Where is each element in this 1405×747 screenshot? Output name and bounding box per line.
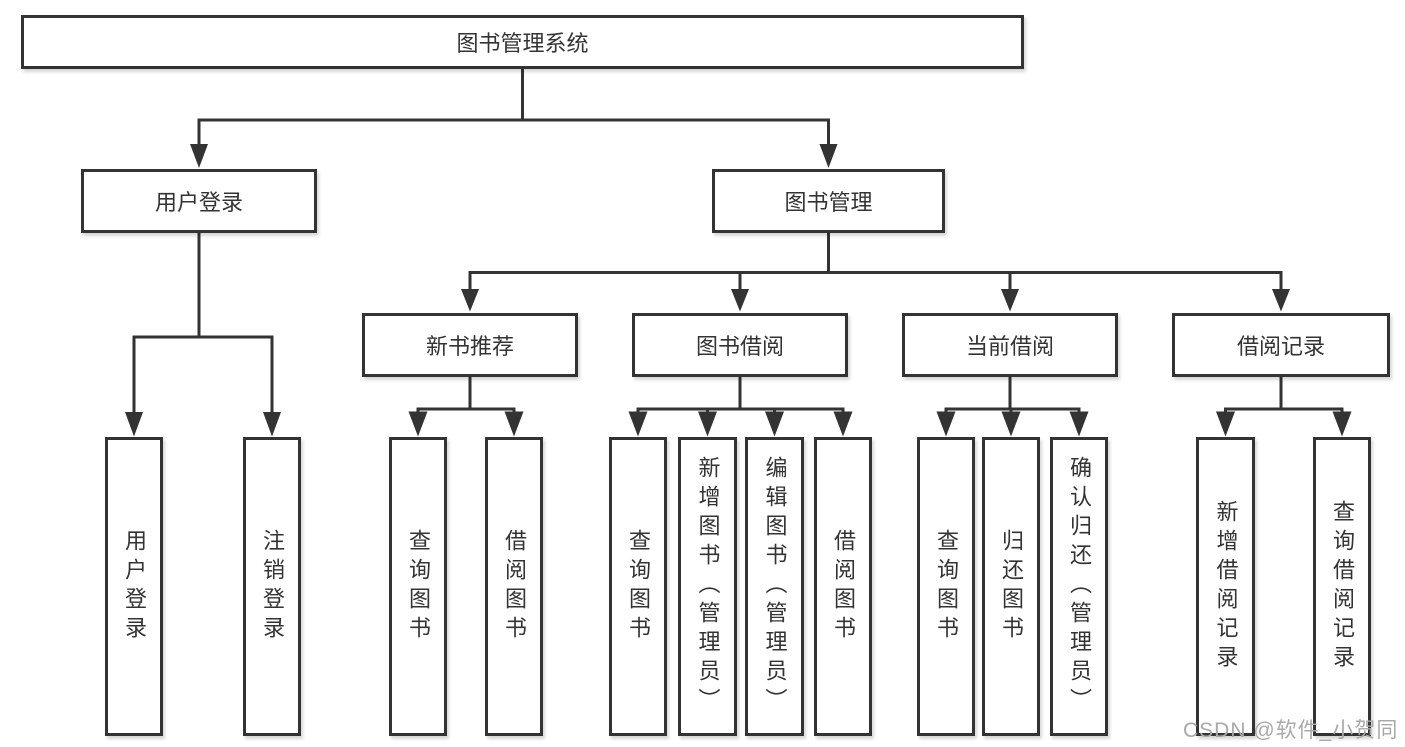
node-user-login: 用户登录 xyxy=(81,169,317,233)
leaf-cb-confirm-return-admin: 确认归还（管理员） xyxy=(1050,437,1108,736)
leaf-bb-borrow-book: 借阅图书 xyxy=(814,437,872,736)
node-borrow-records: 借阅记录 xyxy=(1172,313,1390,377)
node-book-management: 图书管理 xyxy=(712,169,945,233)
node-current-borrow: 当前借阅 xyxy=(902,313,1118,377)
leaf-br-query-record: 查询借阅记录 xyxy=(1313,437,1371,736)
leaf-cb-return-book: 归还图书 xyxy=(982,437,1040,736)
leaf-cb-query-book: 查询图书 xyxy=(917,437,975,736)
leaf-nbr-borrow-book: 借阅图书 xyxy=(485,437,543,736)
leaf-nbr-query-book: 查询图书 xyxy=(389,437,447,736)
leaf-user-login: 用户登录 xyxy=(105,437,163,736)
leaf-bb-add-book-admin: 新增图书（管理员） xyxy=(678,437,737,736)
node-new-book-recommend: 新书推荐 xyxy=(362,313,578,377)
node-root: 图书管理系统 xyxy=(21,15,1024,69)
leaf-bb-query-book: 查询图书 xyxy=(609,437,667,736)
leaf-br-add-record: 新增借阅记录 xyxy=(1196,437,1255,736)
node-book-borrow: 图书借阅 xyxy=(632,313,848,377)
leaf-bb-edit-book-admin: 编辑图书（管理员） xyxy=(745,437,804,736)
leaf-logout: 注销登录 xyxy=(243,437,301,736)
csdn-watermark: CSDN @软件_小贺同学 xyxy=(1183,719,1399,742)
